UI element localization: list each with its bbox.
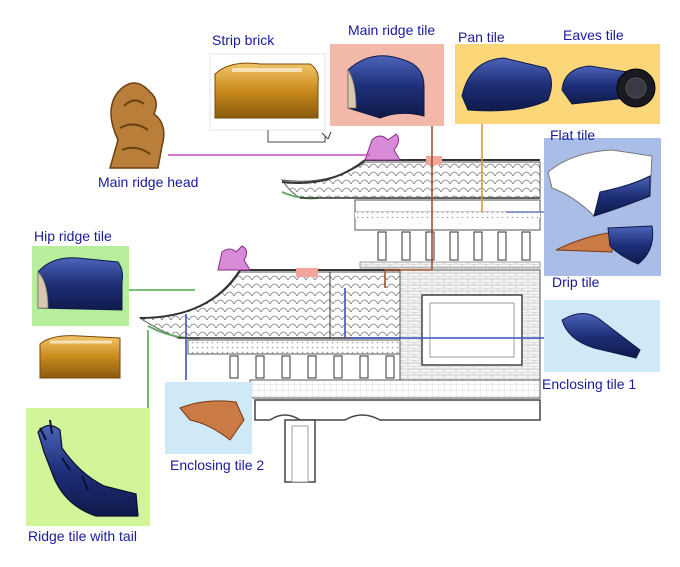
- connector-lines: [128, 124, 544, 410]
- label-enclosing-tile-1: Enclosing tile 1: [542, 376, 637, 392]
- enclosing-tile-2-photo: [165, 382, 252, 454]
- label-main-ridge-head: Main ridge head: [98, 174, 199, 190]
- main-ridge-tile-photo: [330, 44, 444, 126]
- label-enclosing-tile-2: Enclosing tile 2: [170, 457, 265, 473]
- label-flat-tile: Flat tile: [550, 127, 596, 143]
- label-ridge-tile-with-tail: Ridge tile with tail: [28, 528, 137, 544]
- label-hip-ridge-tile: Hip ridge tile: [34, 228, 112, 244]
- label-drip-tile: Drip tile: [552, 274, 600, 290]
- enclosing-tile-1-photo: [544, 300, 660, 372]
- main-ridge-head-photo: [109, 82, 165, 169]
- label-eaves-tile: Eaves tile: [563, 27, 624, 43]
- upper-ridge-ornament: [364, 133, 401, 161]
- lower-roof: [138, 271, 401, 339]
- ridge-tile-with-tail-photo: [26, 408, 150, 526]
- hip-ridge-tile-photo: [32, 246, 129, 388]
- building-elevation: [138, 133, 541, 483]
- pan-eaves-tile-photo: [455, 44, 660, 124]
- flat-drip-tile-photo: [544, 138, 661, 276]
- label-main-ridge-tile: Main ridge tile: [348, 22, 436, 38]
- strip-brick-photo: [209, 53, 326, 131]
- upper-brackets: [377, 231, 531, 261]
- label-pan-tile: Pan tile: [458, 29, 505, 45]
- lower-brackets: [229, 355, 395, 379]
- label-strip-brick: Strip brick: [212, 32, 275, 48]
- lower-ridge-ornament: [217, 245, 251, 271]
